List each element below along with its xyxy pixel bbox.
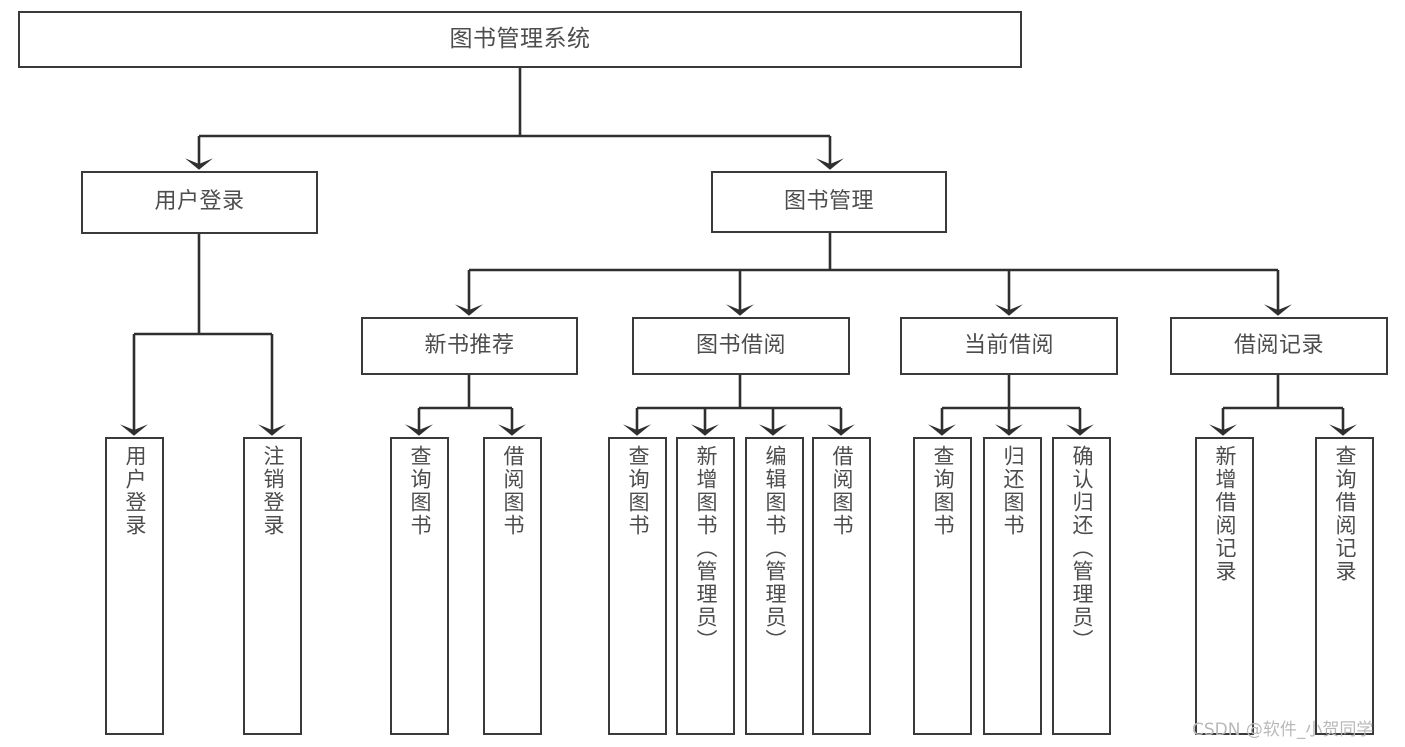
node-borrow-record[interactable]: 借阅记录 [1170,317,1388,375]
node-book-borrow[interactable]: 图书借阅 [632,317,850,375]
node-current-borrow[interactable]: 当前借阅 [900,317,1118,375]
node-label: 借阅图书 [501,445,525,537]
leaf-confirm-return-admin[interactable]: 确认归还（管理员） [1052,437,1111,735]
node-label: 查询图书 [931,445,955,537]
node-label: 新书推荐 [424,332,515,358]
node-label: 图书借阅 [695,332,786,358]
node-root-system[interactable]: 图书管理系统 [18,11,1022,68]
leaf-user-login[interactable]: 用户登录 [105,437,164,735]
leaf-edit-book-admin[interactable]: 编辑图书（管理员） [745,437,804,735]
node-label: 借阅图书 [830,445,854,537]
leaf-logout-login[interactable]: 注销登录 [243,437,302,735]
node-label: 用户登录 [123,445,147,537]
node-new-book-recommend[interactable]: 新书推荐 [361,317,578,375]
node-label: 编辑图书（管理员） [763,445,787,652]
leaf-return-book[interactable]: 归还图书 [983,437,1042,735]
node-label: 借阅记录 [1233,332,1324,358]
node-label: 查询图书 [626,445,650,537]
node-label: 查询借阅记录 [1333,445,1357,583]
node-label: 确认归还（管理员） [1070,445,1094,652]
leaf-query-book-recommend[interactable]: 查询图书 [390,437,449,735]
node-label: 归还图书 [1001,445,1025,537]
node-label: 图书管理系统 [449,25,591,52]
node-label: 图书管理 [783,188,874,214]
leaf-query-book-current[interactable]: 查询图书 [913,437,972,735]
node-label: 新增图书（管理员） [694,445,718,652]
node-user-login[interactable]: 用户登录 [81,171,318,234]
leaf-query-borrow-record[interactable]: 查询借阅记录 [1315,437,1374,735]
node-label: 当前借阅 [963,332,1054,358]
node-label: 注销登录 [261,445,285,537]
node-book-management[interactable]: 图书管理 [711,171,947,233]
node-label: 查询图书 [408,445,432,537]
csdn-watermark: CSDN @软件_小贺同学 [1192,720,1374,740]
leaf-borrow-book-recommend[interactable]: 借阅图书 [483,437,542,735]
leaf-add-book-admin[interactable]: 新增图书（管理员） [676,437,735,735]
leaf-query-book-borrow[interactable]: 查询图书 [608,437,667,735]
node-label: 新增借阅记录 [1213,445,1237,583]
node-label: 用户登录 [154,189,245,215]
leaf-borrow-book-borrow[interactable]: 借阅图书 [812,437,871,735]
leaf-add-borrow-record[interactable]: 新增借阅记录 [1195,437,1254,735]
